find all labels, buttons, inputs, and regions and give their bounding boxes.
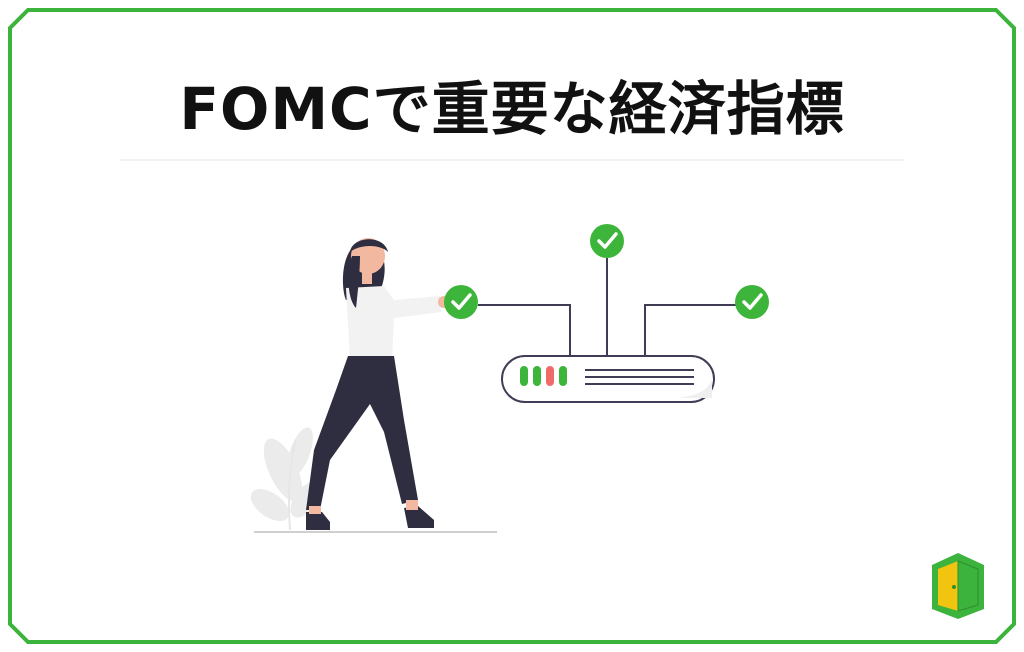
check-circle-icon — [444, 285, 478, 319]
check-circle-icon — [735, 285, 769, 319]
status-led-green — [559, 366, 567, 386]
status-led-green — [533, 366, 541, 386]
router-device — [501, 355, 715, 403]
person-figure — [306, 238, 450, 530]
check-circle-icon — [590, 224, 624, 258]
connector-lines — [478, 258, 736, 356]
status-led-red — [546, 366, 554, 386]
logo-icon — [932, 553, 984, 619]
page-title: FOMCで重要な経済指標 — [179, 75, 845, 143]
status-led-green — [520, 366, 528, 386]
